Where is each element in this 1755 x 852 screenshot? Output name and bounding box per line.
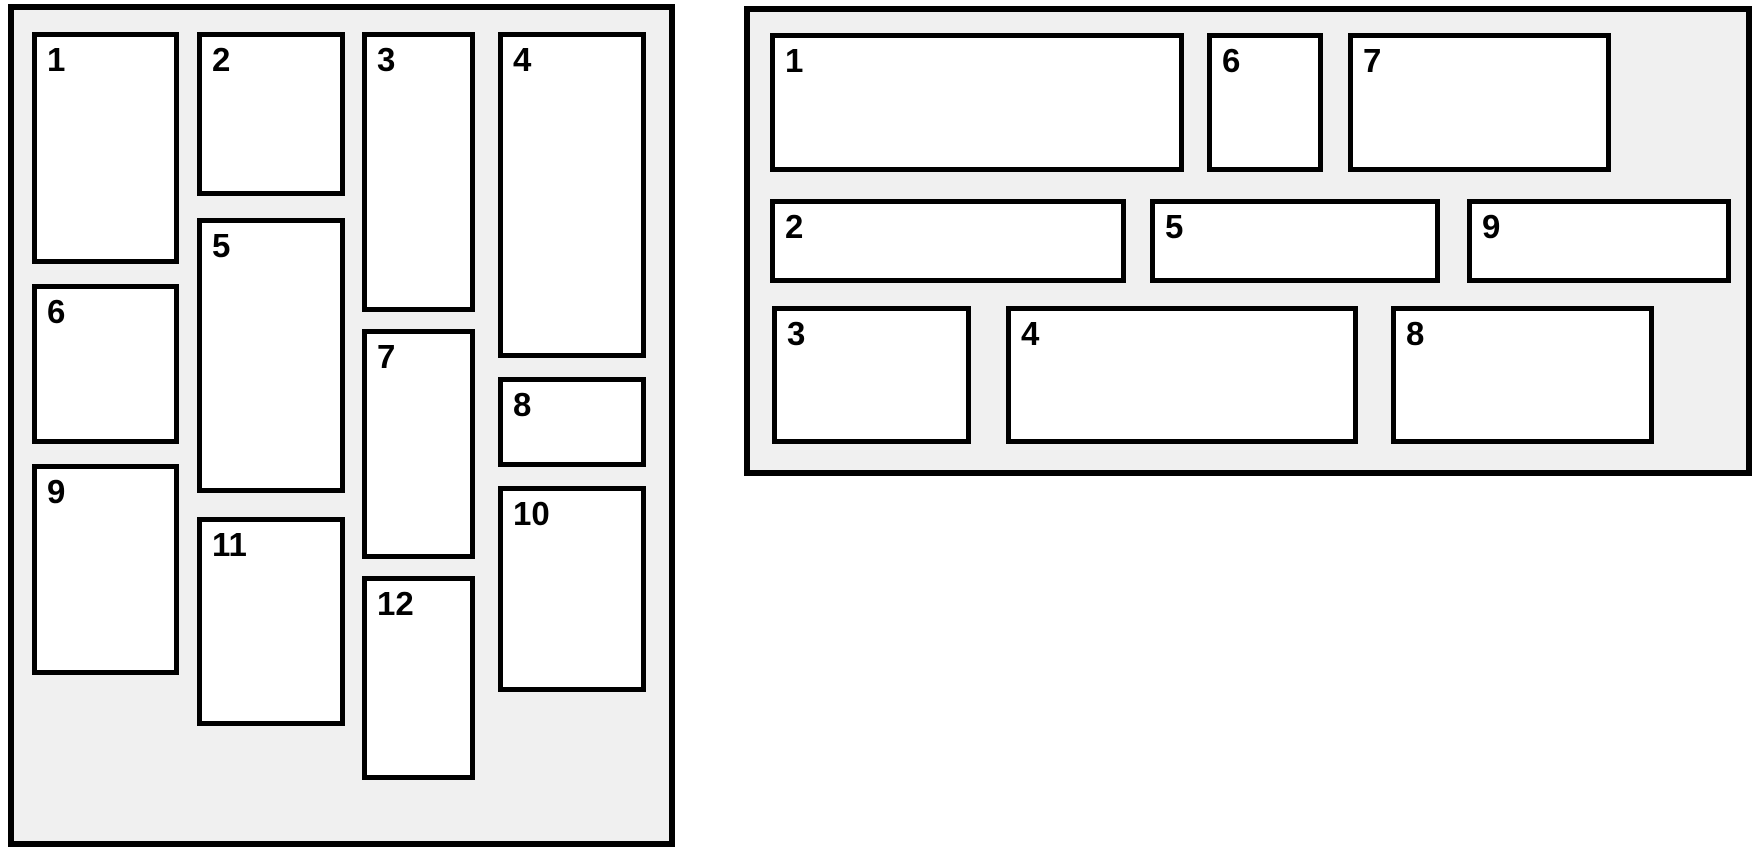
vertical-masonry-panel: 1 2 3 4 5 6 7 8 9 10 11 12 — [8, 4, 675, 847]
masonry-box-right-2: 2 — [770, 199, 1126, 283]
box-number-label: 12 — [377, 585, 414, 622]
box-number-label: 3 — [787, 315, 806, 352]
masonry-box-left-5: 5 — [197, 218, 345, 493]
masonry-box-right-9: 9 — [1467, 199, 1731, 283]
masonry-box-right-1: 1 — [770, 33, 1184, 172]
box-number-label: 8 — [513, 386, 532, 423]
box-number-label: 6 — [1222, 42, 1241, 79]
masonry-box-left-10: 10 — [498, 486, 646, 692]
box-number-label: 7 — [1363, 42, 1382, 79]
box-number-label: 6 — [47, 293, 66, 330]
box-number-label: 5 — [1165, 208, 1184, 245]
box-number-label: 7 — [377, 338, 396, 375]
box-number-label: 2 — [785, 208, 804, 245]
masonry-box-left-11: 11 — [197, 517, 345, 726]
box-number-label: 1 — [785, 42, 804, 79]
masonry-box-left-3: 3 — [362, 32, 475, 312]
masonry-box-right-5: 5 — [1150, 199, 1440, 283]
box-number-label: 9 — [1482, 208, 1501, 245]
box-number-label: 9 — [47, 473, 66, 510]
horizontal-masonry-panel: 1 2 3 4 5 6 7 8 9 — [744, 6, 1752, 476]
box-number-label: 11 — [212, 526, 247, 563]
masonry-box-right-8: 8 — [1391, 306, 1654, 444]
masonry-box-left-1: 1 — [32, 32, 179, 264]
box-number-label: 4 — [513, 41, 532, 78]
box-number-label: 8 — [1406, 315, 1425, 352]
masonry-box-right-6: 6 — [1207, 33, 1323, 172]
masonry-box-left-6: 6 — [32, 284, 179, 444]
masonry-box-right-7: 7 — [1348, 33, 1611, 172]
box-number-label: 10 — [513, 495, 550, 532]
box-number-label: 1 — [47, 41, 66, 78]
masonry-box-left-9: 9 — [32, 464, 179, 675]
box-number-label: 3 — [377, 41, 396, 78]
masonry-box-left-7: 7 — [362, 329, 475, 559]
masonry-box-left-12: 12 — [362, 576, 475, 780]
box-number-label: 5 — [212, 227, 231, 264]
masonry-box-left-4: 4 — [498, 32, 646, 358]
box-number-label: 2 — [212, 41, 231, 78]
masonry-box-left-2: 2 — [197, 32, 345, 196]
masonry-box-right-4: 4 — [1006, 306, 1358, 444]
box-number-label: 4 — [1021, 315, 1040, 352]
masonry-box-right-3: 3 — [772, 306, 971, 444]
masonry-box-left-8: 8 — [498, 377, 646, 467]
